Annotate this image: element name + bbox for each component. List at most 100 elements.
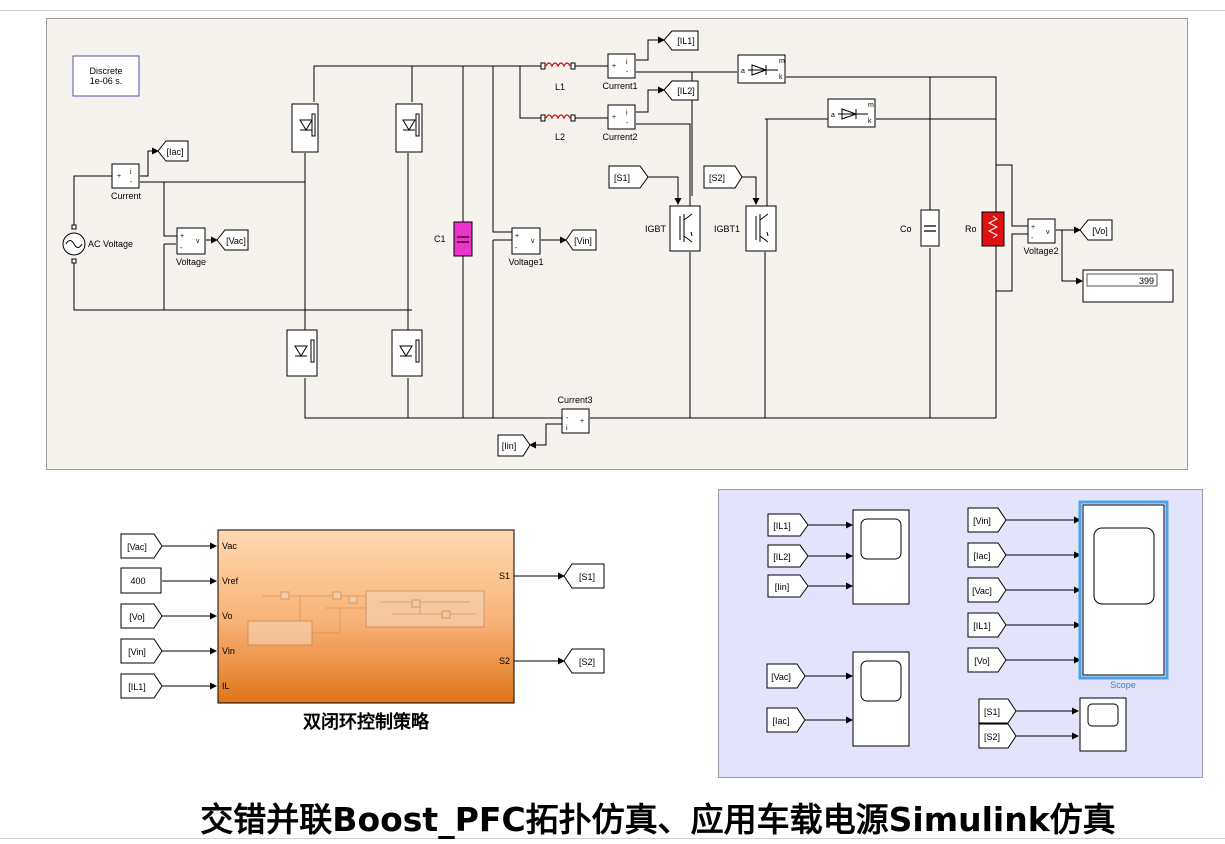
from-il1-scope-main[interactable]: [IL1] (967, 612, 1007, 638)
svg-text:[IL1]: [IL1] (677, 36, 695, 46)
svg-text:400: 400 (130, 576, 145, 586)
current-measurement[interactable]: + i - Current (111, 163, 142, 201)
scope-wires (805, 516, 1081, 740)
from-s1-igbt[interactable]: [S1] (608, 165, 649, 189)
port-s2: S2 (499, 656, 510, 666)
voltage1-measurement[interactable]: + - v Voltage1 (508, 227, 544, 267)
goto-tags: [Iac] [Vac] [Vin] [IL1] [IL2] [S1] [S2] (157, 30, 1113, 457)
from-vo-ctrl[interactable]: [Vo] (120, 603, 163, 629)
current3-label: Current3 (557, 395, 592, 405)
voltage2-label: Voltage2 (1023, 246, 1058, 256)
svg-text:-: - (515, 245, 518, 252)
from-iac-scope-main[interactable]: [Iac] (967, 542, 1007, 568)
bridge-diode-3[interactable] (286, 329, 318, 377)
port-vo: Vo (222, 611, 233, 621)
svg-text:+: + (1031, 224, 1035, 231)
scope-gates[interactable] (1079, 697, 1127, 752)
port-vac: Vac (222, 541, 237, 551)
port-vin: Vin (222, 646, 235, 656)
goto-vin[interactable]: [Vin] (565, 229, 597, 251)
from-vin-scope[interactable]: [Vin] (967, 507, 1007, 533)
subsystem-preview (247, 590, 485, 646)
goto-vo[interactable]: [Vo] (1079, 219, 1113, 241)
from-il1-ctrl[interactable]: [IL1] (120, 673, 163, 699)
svg-text:+: + (612, 63, 616, 70)
display-block[interactable]: 399 (1082, 269, 1174, 303)
current3-measurement[interactable]: - + i Current3 (557, 395, 593, 434)
svg-text:[S1]: [S1] (614, 173, 630, 183)
goto-s1-ctrl[interactable]: [S1] (563, 563, 605, 589)
svg-text:v: v (531, 238, 535, 245)
from-s1-scope[interactable]: [S1] (978, 698, 1017, 724)
voltage-measurement[interactable]: + - v Voltage (176, 227, 206, 267)
from-s2-scope[interactable]: [S2] (978, 723, 1017, 749)
svg-text:[Vo]: [Vo] (129, 612, 145, 622)
ro-label: Ro (965, 224, 977, 234)
current-label: Current (111, 191, 142, 201)
vref-constant[interactable]: 400 (120, 567, 162, 594)
from-vac-scope[interactable]: [Vac] (766, 663, 806, 689)
svg-text:-: - (626, 120, 629, 127)
scope-main[interactable]: Scope (1078, 500, 1169, 690)
from-vac-scope-main[interactable]: [Vac] (967, 577, 1007, 603)
igbt-switch-2[interactable]: IGBT1 (714, 205, 777, 252)
bridge-diode-2[interactable] (395, 103, 423, 153)
from-il1-scope[interactable]: [IL1] (767, 513, 809, 537)
co-label: Co (900, 224, 912, 234)
control-subsystem[interactable]: Vac Vref Vo Vin IL S1 S2 (217, 529, 515, 704)
goto-s2-ctrl[interactable]: [S2] (563, 648, 605, 674)
scope-ac[interactable] (852, 651, 910, 747)
from-il2-scope[interactable]: [IL2] (767, 544, 809, 568)
goto-iin[interactable]: [Iin] (497, 434, 531, 457)
ac-voltage-label: AC Voltage (88, 239, 133, 249)
svg-text:[Vac]: [Vac] (972, 586, 992, 596)
svg-text:v: v (196, 238, 200, 245)
from-vac-ctrl[interactable]: [Vac] (120, 533, 163, 559)
footer-title: 交错并联Boost_PFC拓扑仿真、应用车载电源Simulink仿真 (200, 800, 1116, 839)
capacitor-co[interactable]: Co (900, 209, 940, 247)
from-vo-scope-main[interactable]: [Vo] (967, 647, 1007, 673)
from-iin-scope[interactable]: [Iin] (767, 574, 809, 598)
ac-voltage-source[interactable]: AC Voltage (62, 224, 133, 264)
svg-text:[Vo]: [Vo] (1092, 226, 1108, 236)
svg-text:[IL1]: [IL1] (773, 521, 791, 531)
goto-il1[interactable]: [IL1] (663, 30, 699, 51)
voltage2-measurement[interactable]: + - v Voltage2 (1023, 218, 1059, 256)
svg-text:[S2]: [S2] (709, 173, 725, 183)
inductor-l2[interactable]: L2 (540, 114, 576, 142)
svg-text:-: - (180, 245, 183, 252)
c1-label: C1 (434, 234, 446, 244)
current2-measurement[interactable]: + i - Current2 (602, 104, 638, 142)
svg-text:[S1]: [S1] (984, 707, 1000, 717)
scope-currents[interactable] (852, 509, 910, 605)
bridge-diode-1[interactable] (291, 103, 319, 153)
goto-il2[interactable]: [IL2] (663, 80, 699, 101)
resistor-ro[interactable]: Ro (965, 211, 1005, 247)
powergui-block[interactable]: Discrete 1e-06 s. (72, 55, 140, 97)
svg-text:[IL2]: [IL2] (773, 552, 791, 562)
goto-iac[interactable]: [Iac] (157, 140, 189, 162)
from-s2-igbt[interactable]: [S2] (703, 165, 743, 189)
svg-text:[Vin]: [Vin] (128, 647, 146, 657)
voltage-label: Voltage (176, 257, 206, 267)
from-iac-scope[interactable]: [Iac] (766, 707, 806, 733)
svg-text:[S2]: [S2] (579, 657, 595, 667)
solver-line2: 1e-06 s. (90, 76, 123, 86)
svg-text:[S1]: [S1] (579, 572, 595, 582)
from-vin-ctrl[interactable]: [Vin] (120, 638, 163, 664)
svg-text:+: + (580, 418, 584, 425)
svg-text:[Vin]: [Vin] (973, 516, 991, 526)
boost-diode-1[interactable]: m a k (737, 54, 786, 84)
boost-diode-2[interactable]: m a k (827, 98, 876, 128)
svg-text:i: i (566, 425, 568, 432)
capacitor-c1[interactable]: C1 (434, 221, 473, 257)
svg-text:[Vac]: [Vac] (127, 542, 147, 552)
bridge-diode-4[interactable] (391, 329, 423, 377)
current1-measurement[interactable]: + i - Current1 (602, 53, 638, 91)
goto-vac[interactable]: [Vac] (216, 229, 249, 251)
igbt-switch-1[interactable]: IGBT (645, 205, 701, 252)
l2-label: L2 (555, 132, 565, 142)
port-vref: Vref (222, 576, 239, 586)
inductor-l1[interactable]: L1 (540, 62, 576, 92)
